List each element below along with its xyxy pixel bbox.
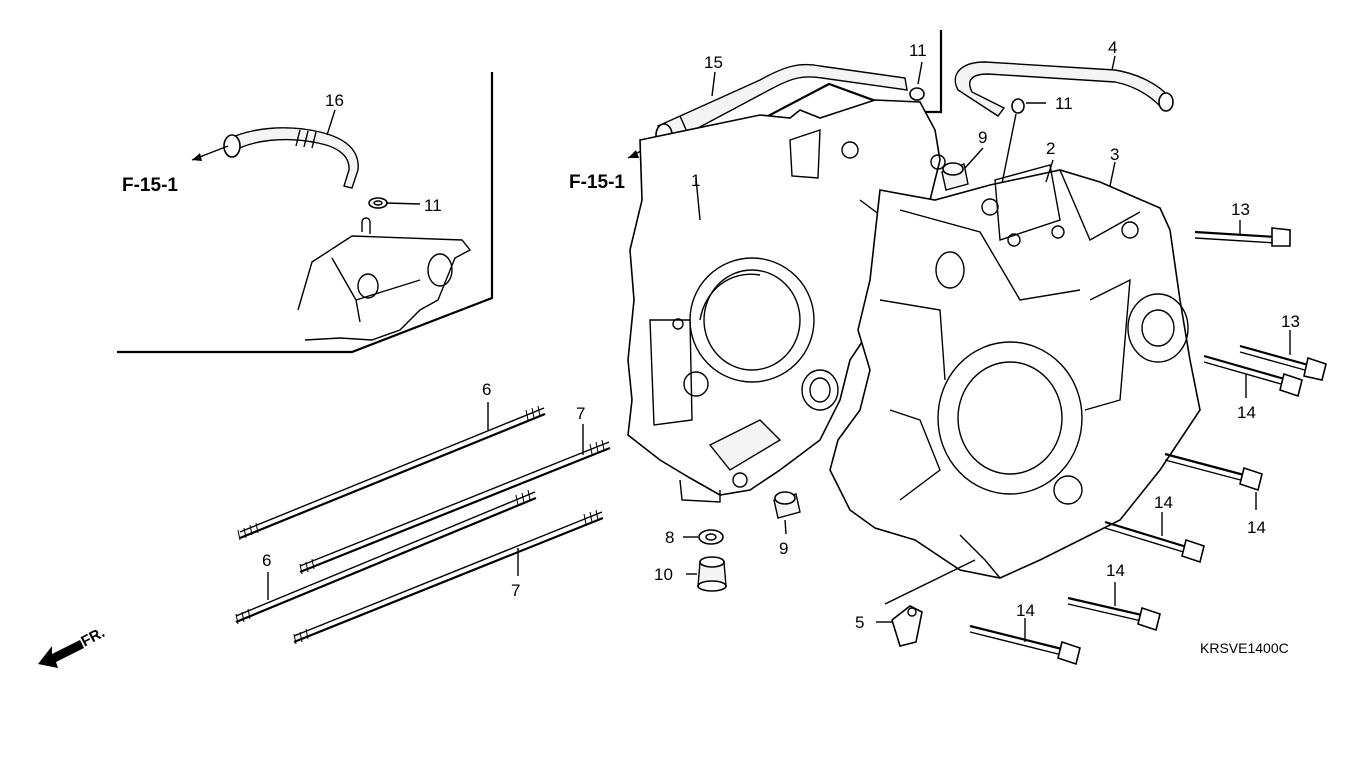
callout-9-lower: 9 [779, 539, 788, 558]
bolt-13-upper [1194, 220, 1291, 247]
bolt-13-lower [1067, 582, 1161, 632]
stud-threads [235, 405, 605, 645]
callout-3: 3 [1110, 145, 1119, 164]
callout-13-lower: 14 [1106, 561, 1125, 580]
callout-1: 1 [691, 171, 700, 190]
callout-14-a: 14 [1237, 403, 1256, 422]
callout-16: 16 [325, 91, 344, 110]
stud-bolts [235, 402, 611, 645]
callout-4: 4 [1108, 38, 1117, 57]
callout-12: 13 [1281, 312, 1300, 331]
callout-14-b: 14 [1247, 518, 1266, 537]
bolt-14-a [1203, 354, 1303, 398]
callout-13-upper: 13 [1231, 200, 1250, 219]
callout-10: 10 [654, 565, 673, 584]
ref-label-center[interactable]: F-15-1 [569, 172, 625, 193]
callout-2: 2 [1046, 139, 1055, 158]
callout-14-d: 14 [1016, 601, 1035, 620]
callout-11-right: 11 [1055, 94, 1073, 113]
callout-6-lower: 6 [262, 551, 271, 570]
drain-bolt-and-washer [683, 529, 727, 592]
callout-6-upper: 6 [482, 380, 491, 399]
callout-11-top: 11 [909, 41, 927, 60]
left-crankcase-half [627, 99, 946, 503]
callout-14-c: 14 [1154, 493, 1173, 512]
callout-9-upper: 9 [978, 128, 987, 147]
inset-breather-detail [117, 72, 494, 354]
diagram-code: KRSVE1400C [1200, 640, 1289, 656]
callout-8: 8 [665, 528, 674, 547]
bolt-14-b [1164, 452, 1263, 510]
callout-15: 15 [704, 53, 723, 72]
bolt-12 [1239, 330, 1327, 381]
front-direction-arrow [38, 640, 84, 668]
callout-7-lower: 7 [511, 581, 520, 600]
flange-bolts [969, 220, 1327, 666]
wire-clamp [876, 559, 976, 647]
callout-5: 5 [855, 613, 864, 632]
callout-labels: F-15-1 F-15-1 16 11 15 11 4 11 9 2 3 1 1… [78, 38, 1300, 656]
ref-label-left[interactable]: F-15-1 [122, 175, 178, 196]
callout-7-upper: 7 [576, 404, 585, 423]
callout-11-inset: 11 [424, 196, 442, 215]
right-crankcase-half [829, 159, 1201, 579]
bolt-14-c [1104, 512, 1205, 564]
dowel-pins [773, 147, 984, 535]
bolt-14-d [969, 618, 1081, 666]
